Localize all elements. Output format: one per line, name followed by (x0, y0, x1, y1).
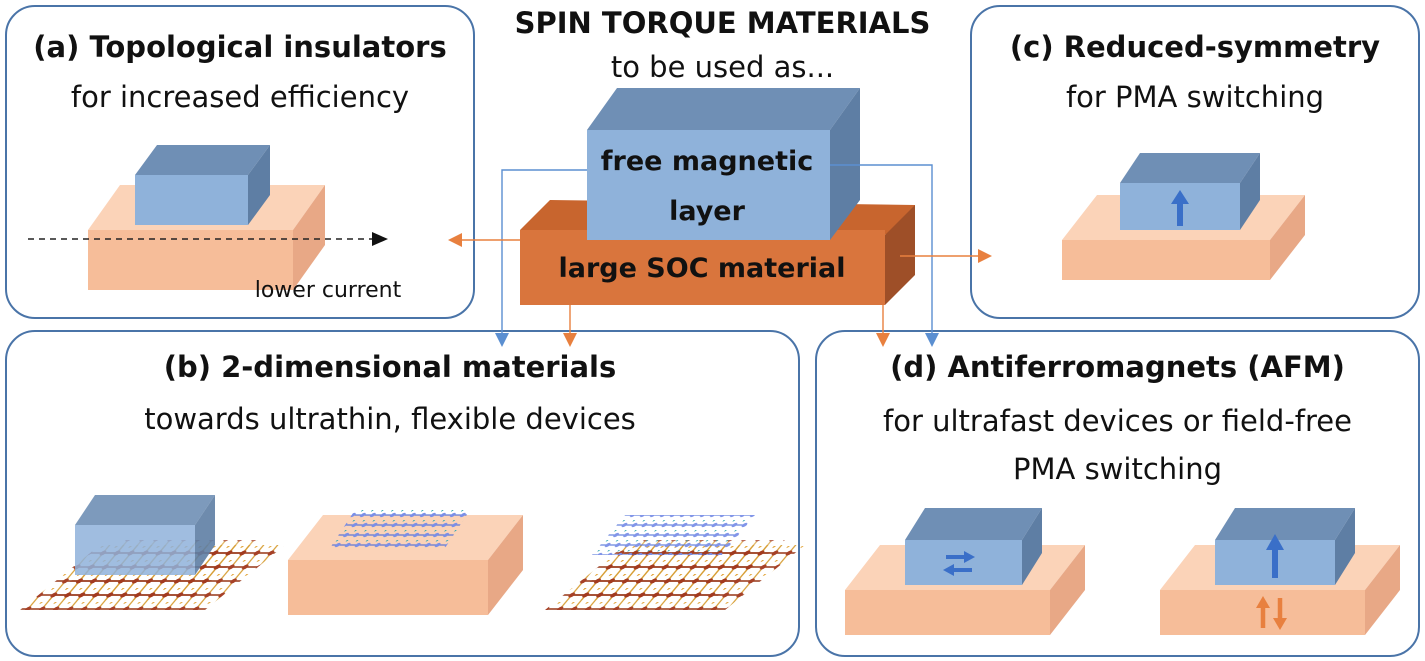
panel-b-structure-3 (545, 515, 805, 610)
panel-d-title: (d) Antiferromagnets (AFM) (890, 350, 1345, 384)
connector-blue-left (501, 169, 587, 333)
panel-a-magnet (135, 145, 270, 225)
panel-b-subtitle: towards ultrathin, flexible devices (144, 402, 636, 436)
panel-d-subtitle-line2: PMA switching (1013, 452, 1222, 486)
free-magnetic-label-line2: layer (669, 196, 746, 227)
panel-c-magnet (1120, 153, 1260, 230)
arrowhead-blue-left (495, 333, 509, 347)
arrowhead-orange-right (978, 249, 992, 263)
panel-b-title: (b) 2-dimensional materials (163, 350, 617, 384)
panel-a-subtitle: for increased efficiency (70, 80, 410, 114)
soc-material-label: large SOC material (558, 253, 845, 284)
panel-d-magnet-right (1215, 508, 1355, 585)
panel-b-structure-2 (288, 510, 523, 615)
arrowhead-orange-left (448, 233, 462, 247)
panel-d-afm-up-down-arrows-icon (1256, 596, 1287, 630)
panel-d-spin-up-arrow-icon (1266, 534, 1284, 578)
arrowhead-blue-right (925, 333, 939, 347)
arrowhead-orange-down-left (563, 333, 577, 347)
panel-b-structure-1 (20, 495, 285, 610)
panel-c-subtitle: for PMA switching (1065, 80, 1325, 114)
header-subtitle: to be used as... (610, 50, 835, 84)
panel-c-spin-up-arrow-icon (1171, 190, 1189, 226)
arrowhead-orange-down-right (876, 333, 890, 347)
free-magnetic-label-line1: free magnetic (601, 146, 813, 177)
panel-d-antiparallel-arrows-icon (943, 551, 975, 576)
panel-d-magnet-left (905, 508, 1042, 585)
lower-current-label: lower current (255, 278, 402, 303)
panel-a-title: (a) Topological insulators (33, 30, 447, 64)
panel-c-title: (c) Reduced-symmetry (1009, 30, 1381, 64)
connector-blue-right (830, 164, 933, 333)
header-title: SPIN TORQUE MATERIALS (514, 6, 931, 40)
panel-d-subtitle-line1: for ultrafast devices or field-free (883, 404, 1352, 438)
free-magnetic-layer-block (587, 88, 860, 240)
current-arrowhead (372, 232, 388, 246)
